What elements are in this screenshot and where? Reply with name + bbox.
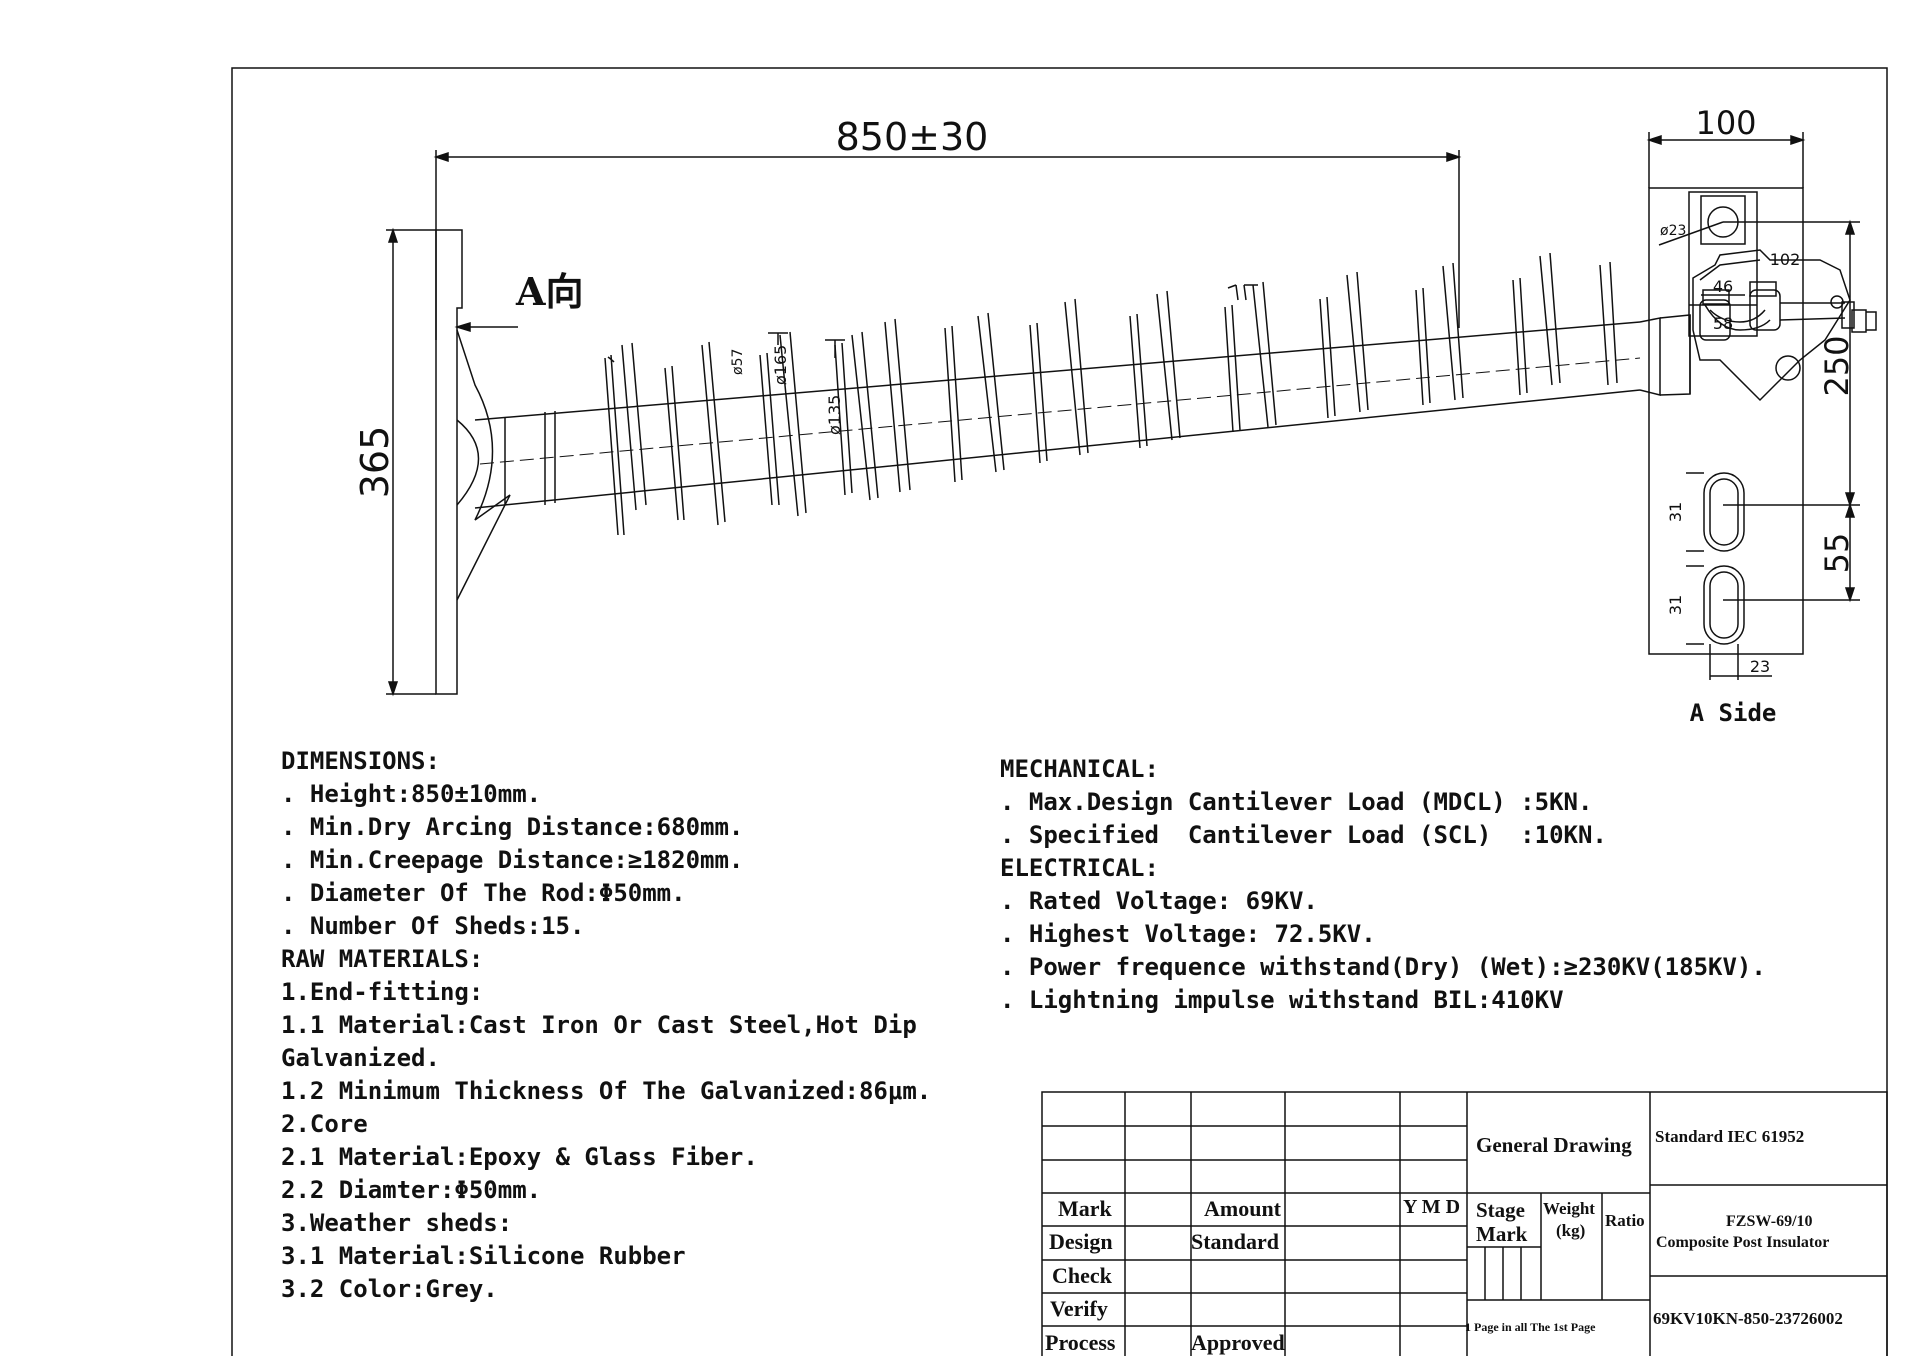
spec-line: . Min.Dry Arcing Distance:680mm. (281, 813, 744, 841)
dim-height: 365 (353, 426, 397, 499)
weather-sheds (604, 252, 1618, 536)
spec-line: . Height:850±10mm. (281, 780, 542, 808)
tb-drawing-no: 69KV10KN-850-23726002 (1653, 1309, 1843, 1328)
specs-left: DIMENSIONS: . Height:850±10mm. . Min.Dry… (281, 745, 931, 1306)
specs-right: MECHANICAL: . Max.Design Cantilever Load… (1000, 753, 1766, 1017)
spec-line: 1.1 Material:Cast Iron Or Cast Steel,Hot… (281, 1011, 917, 1039)
tb-verify: Verify (1050, 1296, 1108, 1321)
dim-fitting-width: 102 (1770, 250, 1801, 269)
spec-line: Galvanized. (281, 1044, 440, 1072)
tb-check: Check (1052, 1263, 1112, 1288)
tb-ymd: Y M D (1403, 1196, 1461, 1218)
tb-standard: Standard (1191, 1229, 1280, 1254)
tb-approved: Approved (1191, 1330, 1285, 1355)
spec-line: . Diameter Of The Rod:Φ50mm. (281, 879, 686, 907)
tb-design: Design (1049, 1229, 1113, 1254)
tb-process: Process (1045, 1330, 1116, 1355)
tb-general-drawing: General Drawing (1476, 1133, 1632, 1157)
dim-23: 23 (1750, 657, 1770, 676)
spec-line: . Power frequence withstand(Dry) (Wet):≥… (1000, 953, 1766, 981)
insulator-side-view: 850±30 365 A向 (353, 115, 1877, 697)
tb-amount: Amount (1204, 1196, 1282, 1221)
spec-line: 3.Weather sheds: (281, 1209, 513, 1237)
tb-model: FZSW-69/10 (1726, 1213, 1813, 1230)
dim-aside-width: 100 (1695, 104, 1756, 142)
dim-overall-length: 850±30 (836, 115, 989, 159)
spec-line: . Rated Voltage: 69KV. (1000, 887, 1318, 915)
dim-58: 58 (1713, 314, 1733, 333)
spec-line: RAW MATERIALS: (281, 945, 484, 973)
dim-slot1: 31 (1666, 502, 1685, 522)
dim-46: 46 (1713, 277, 1733, 296)
tb-stage-1: Stage (1476, 1198, 1525, 1222)
a-side-view: 100 ø23 46 58 250 55 31 31 23 A Side (1646, 104, 1860, 727)
spec-line: . Min.Creepage Distance:≥1820mm. (281, 846, 744, 874)
spec-line: . Lightning impulse withstand BIL:410KV (1000, 986, 1564, 1014)
tb-mark: Mark (1058, 1196, 1112, 1221)
spec-line: . Highest Voltage: 72.5KV. (1000, 920, 1376, 948)
spec-line: 2.1 Material:Epoxy & Glass Fiber. (281, 1143, 758, 1171)
tb-ratio: Ratio (1605, 1211, 1645, 1230)
tb-standard-iec: Standard IEC 61952 (1655, 1127, 1805, 1146)
spec-line: . Max.Design Cantilever Load (MDCL) :5KN… (1000, 788, 1593, 816)
dim-d57: ø57 (730, 349, 746, 375)
spec-line: 1.End-fitting: (281, 978, 484, 1006)
dim-hole: ø23 (1660, 223, 1686, 239)
spec-line: 3.2 Color:Grey. (281, 1275, 498, 1303)
spec-line: MECHANICAL: (1000, 755, 1159, 783)
spec-line: 1.2 Minimum Thickness Of The Galvanized:… (281, 1077, 932, 1105)
spec-line: ELECTRICAL: (1000, 854, 1159, 882)
spec-line: 2.Core (281, 1110, 368, 1138)
tb-page-info: 1 Page in all The 1st Page (1465, 1320, 1596, 1334)
dim-55: 55 (1818, 533, 1856, 574)
spec-line: 3.1 Material:Silicone Rubber (281, 1242, 686, 1270)
title-block-grid (1041, 1091, 1888, 1356)
drawing-border (231, 67, 1888, 1356)
tb-stage-2: Mark (1476, 1222, 1528, 1246)
tb-weight-1: Weight (1543, 1199, 1595, 1218)
spec-line: . Number Of Sheds:15. (281, 912, 585, 940)
a-side-title: A Side (1690, 699, 1777, 727)
spec-line: DIMENSIONS: (281, 747, 440, 775)
tb-weight-2: (kg) (1556, 1221, 1586, 1240)
tb-product: Composite Post Insulator (1656, 1234, 1830, 1251)
dim-slot2: 31 (1666, 595, 1685, 615)
a-direction-label: A向 (515, 269, 583, 314)
spec-line: 2.2 Diamter:Φ50mm. (281, 1176, 542, 1204)
spec-line: . Specified Cantilever Load (SCL) :10KN. (1000, 821, 1607, 849)
dim-d135: ø135 (825, 395, 844, 435)
dim-250: 250 (1818, 335, 1856, 396)
dim-d165: ø165 (771, 345, 790, 385)
